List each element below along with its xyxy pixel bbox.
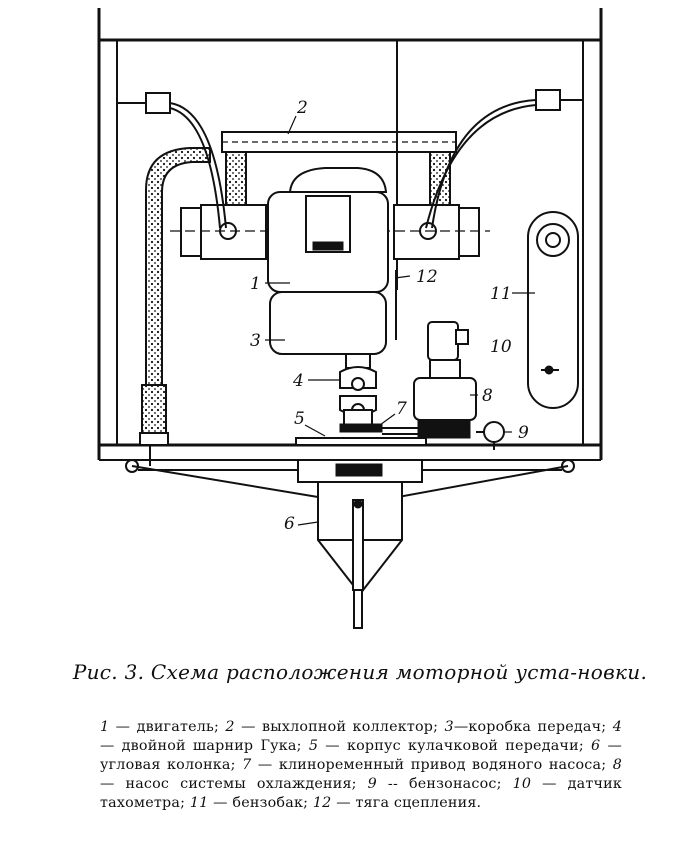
motor-installation-diagram: 2 1 12 3 4 5 7 8 9 10 11 6 — [97, 8, 603, 629]
legend-text: — выхлопной коллектор; — [234, 719, 445, 735]
legend-text: — угловая колонка; — [100, 738, 622, 773]
label-5: 5 — [294, 409, 305, 429]
figure-legend: 1 — двигатель; 2 — выхлопной коллектор; … — [100, 718, 622, 813]
legend-num: 4 — [612, 719, 622, 735]
legend-num: 5 — [308, 738, 319, 754]
legend-text: — корпус кулачковой передачи; — [318, 738, 592, 754]
legend-text: —коробка передач; — [453, 719, 613, 735]
legend-num: 7 — [242, 757, 252, 773]
label-12: 12 — [416, 267, 438, 287]
label-7: 7 — [396, 399, 407, 419]
label-11: 11 — [490, 284, 512, 304]
angle-column — [297, 459, 423, 629]
legend-text: — насос системы охлаждения; — [100, 776, 368, 792]
legend-num: 3 — [444, 719, 454, 735]
label-6: 6 — [284, 514, 295, 534]
legend-text: — клиноременный привод водяного насоса; — [251, 757, 613, 773]
tachometer-sensor — [427, 321, 469, 361]
fuel-tank — [527, 211, 579, 409]
figure-caption: Рис. 3. Схема расположения моторной уста… — [72, 660, 648, 684]
label-9: 9 — [518, 423, 529, 443]
legend-num: 9 — [367, 776, 377, 792]
fuel-lines — [117, 89, 583, 229]
legend-text: — двигатель; — [109, 719, 226, 735]
label-1: 1 — [250, 274, 261, 294]
label-8: 8 — [482, 386, 493, 406]
legend-num: 10 — [512, 776, 532, 792]
legend-text: — тяга сцепления. — [331, 795, 482, 811]
legend-text: — бензобак; — [208, 795, 313, 811]
cooling-hose — [139, 147, 211, 466]
label-10: 10 — [490, 337, 512, 357]
hooke-joint — [339, 353, 377, 429]
engine — [267, 167, 389, 293]
leader-lines — [265, 115, 535, 526]
water-pump — [413, 359, 477, 421]
legend-num: 11 — [189, 795, 209, 811]
legend-num: 8 — [612, 757, 622, 773]
legend-num: 2 — [225, 719, 235, 735]
legend-text: — двойной шарнир Гука; — [100, 738, 309, 754]
legend-num: 6 — [591, 738, 601, 754]
gearbox — [269, 270, 397, 355]
legend-text: -- бензонасос; — [376, 776, 513, 792]
manifold-blocks — [170, 204, 490, 260]
legend-num: 1 — [100, 719, 110, 735]
label-3: 3 — [250, 331, 261, 351]
cam-housing — [295, 419, 471, 446]
diagram-svg: 2 1 12 3 4 5 7 8 9 10 11 6 — [97, 8, 603, 629]
legend-text: — датчик тахометра; — [100, 776, 623, 811]
label-4: 4 — [292, 371, 304, 391]
legend-num: 12 — [312, 795, 332, 811]
label-2: 2 — [296, 98, 308, 118]
